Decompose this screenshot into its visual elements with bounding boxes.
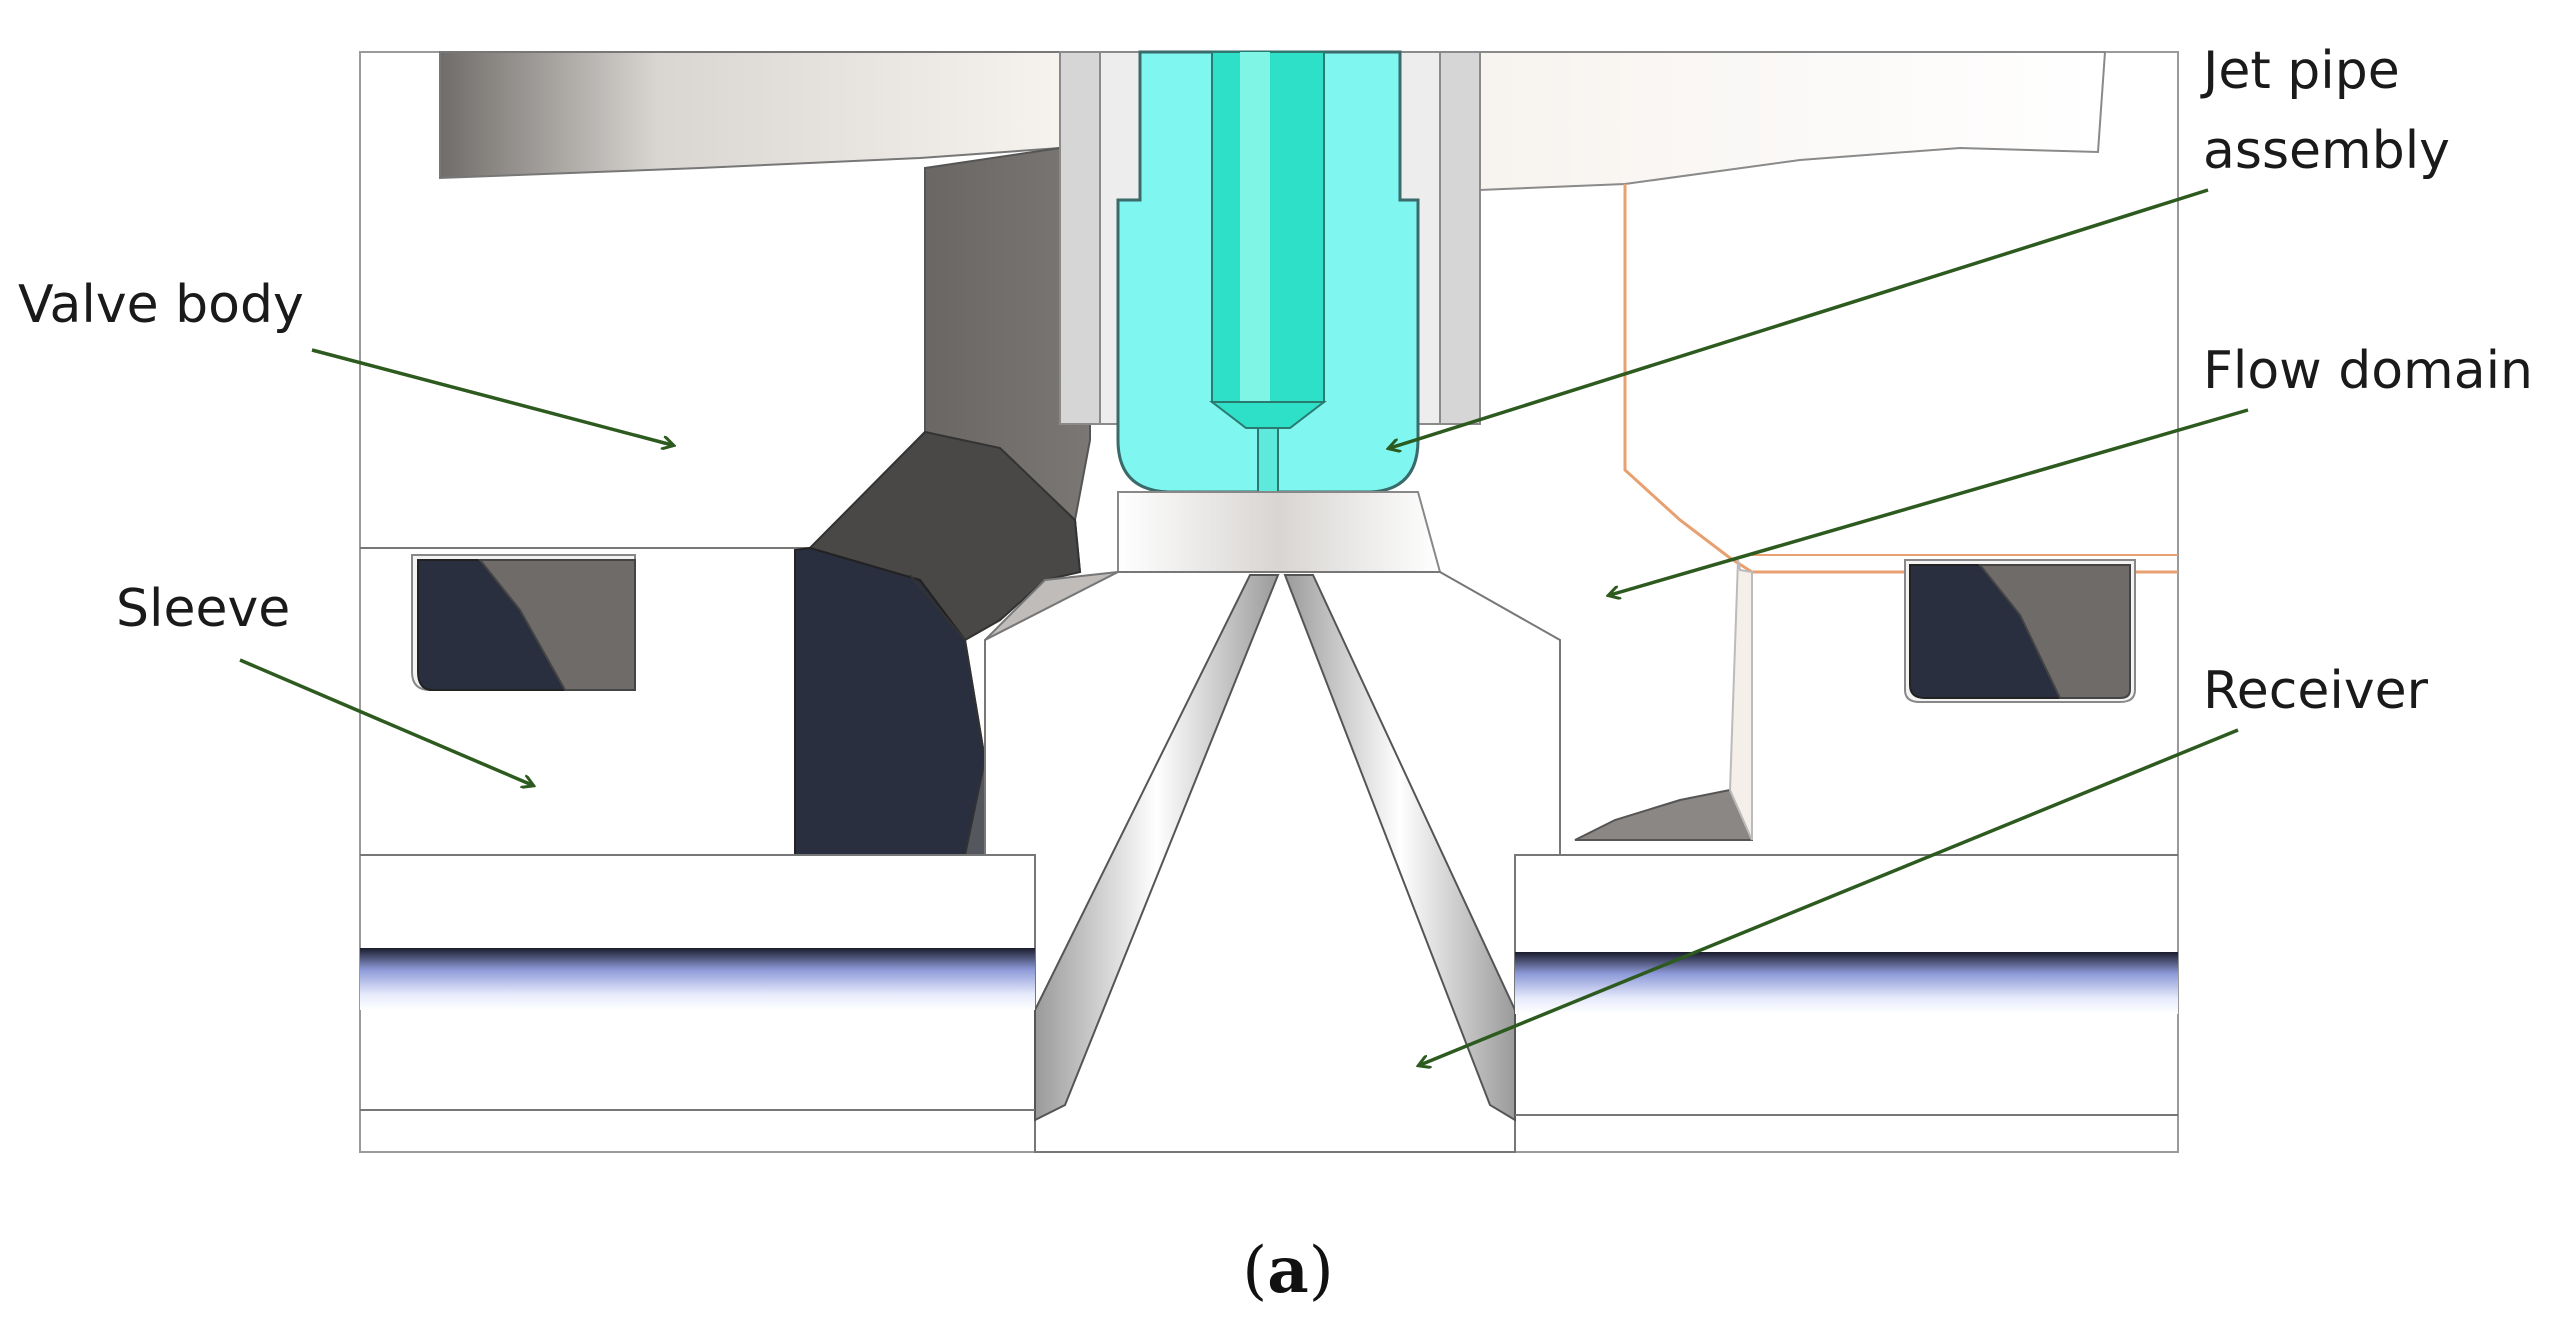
flow-domain-lower-wall — [1728, 559, 1753, 841]
label-jet-pipe-line1: Jet pipe — [2200, 41, 2400, 101]
receiver-channel-left — [1034, 574, 1280, 1122]
label-sleeve: Sleeve — [116, 579, 290, 639]
arrow-sleeve — [239, 658, 532, 785]
sleeve-pocket-right-grey — [1977, 564, 2131, 699]
receiver-channel-right — [1283, 574, 1516, 1122]
valve-body-top-plate-right — [1479, 51, 2107, 192]
label-flow-domain: Flow domain — [2203, 341, 2533, 401]
caption-open-paren: ( — [1242, 1234, 1267, 1308]
nozzle-ring — [1117, 491, 1442, 582]
label-jet-pipe-line2: assembly — [2203, 121, 2450, 181]
label-receiver: Receiver — [2203, 661, 2429, 721]
figure-caption: (a) — [1242, 1233, 1333, 1308]
jet-pipe-nozzle — [1257, 427, 1279, 493]
label-valve-body: Valve body — [18, 275, 304, 335]
arrow-jet-pipe — [1390, 188, 2209, 448]
caption-letter: a — [1267, 1233, 1308, 1308]
jet-pipe-taper — [1209, 401, 1327, 429]
arrow-receiver — [1420, 728, 2239, 1065]
sleeve-bore-right — [1515, 952, 2178, 1014]
sleeve-pocket-left-grey — [477, 559, 636, 691]
sleeve-step-left — [360, 854, 1036, 950]
arrow-valve-body — [311, 348, 672, 445]
arrow-flow-domain — [1610, 408, 2249, 595]
sleeve-step-right — [1514, 854, 2178, 950]
jet-pipe-holder-inner-right — [1439, 51, 1481, 425]
sleeve-bore-left — [360, 948, 1035, 1010]
caption-close-paren: ) — [1309, 1234, 1334, 1308]
jet-pipe-holder-inner-left — [1059, 51, 1101, 425]
flow-domain-outline — [1623, 184, 2178, 574]
jet-pipe-core-highlight — [1240, 52, 1270, 402]
